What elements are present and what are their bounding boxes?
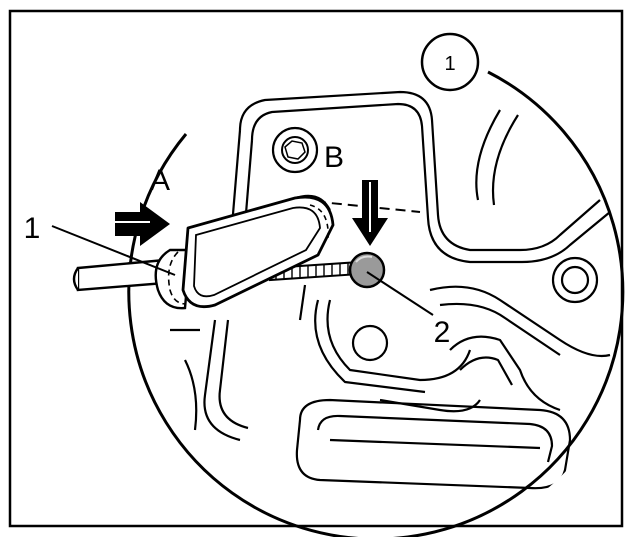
callout-circle xyxy=(420,32,480,92)
bolt-b xyxy=(271,126,319,174)
detail-circle xyxy=(127,70,625,537)
label-part-2: 2 xyxy=(434,316,451,349)
label-b: B xyxy=(324,141,344,174)
label-a: A xyxy=(150,164,170,197)
arrow-a xyxy=(115,202,170,246)
arrow-down xyxy=(352,180,388,246)
callout-number: 1 xyxy=(444,53,455,75)
leader-line-2 xyxy=(366,271,434,316)
connector-part-1 xyxy=(181,194,335,309)
label-part-1: 1 xyxy=(24,212,41,245)
leader-line-1 xyxy=(51,225,176,276)
latch-housing xyxy=(170,90,611,490)
pin-2 xyxy=(348,251,386,289)
cable xyxy=(72,258,167,292)
cable-grommet xyxy=(154,248,192,310)
